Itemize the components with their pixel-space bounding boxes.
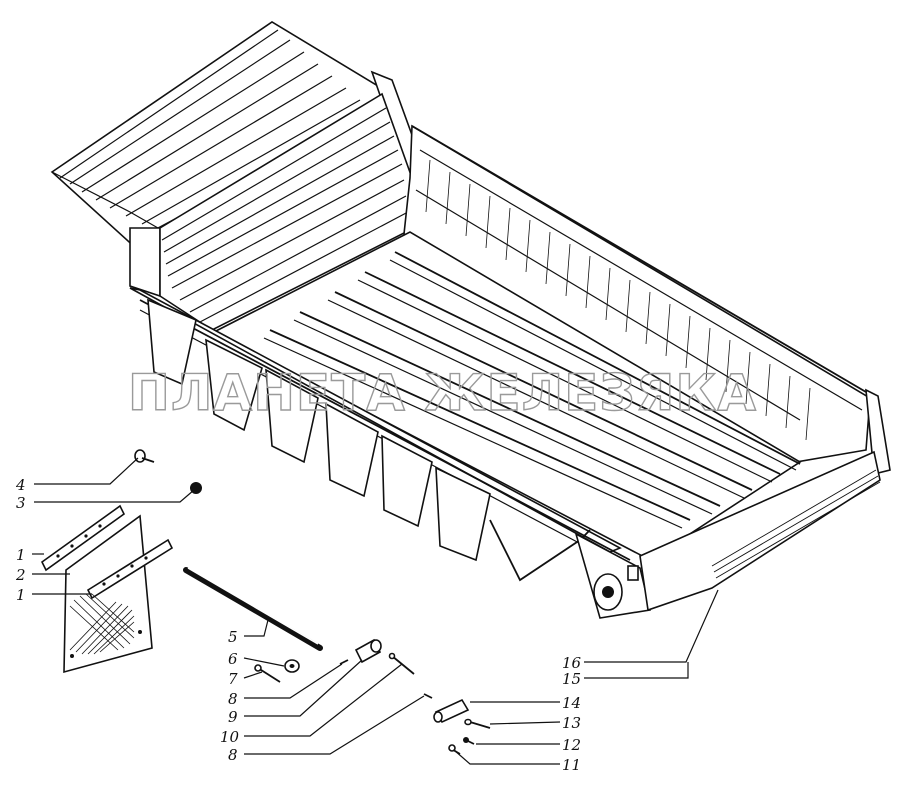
cotter-13 — [464, 718, 491, 729]
callout-2: 2 — [15, 566, 26, 584]
pin-8b — [423, 693, 433, 699]
callout-1b: 1 — [16, 586, 26, 604]
callout-11: 11 — [562, 756, 581, 774]
rod-5 — [183, 567, 323, 651]
bolt-11 — [448, 744, 461, 755]
mud-flap-assembly — [40, 504, 174, 674]
rear-hinge — [593, 573, 623, 611]
leader-lines — [32, 457, 719, 765]
callout-7: 7 — [228, 670, 238, 688]
callout-13: 13 — [562, 714, 581, 732]
callout-14: 14 — [562, 694, 581, 712]
washer-6 — [284, 659, 300, 673]
rear-skirt — [593, 450, 881, 612]
side-wall-hatch — [425, 159, 811, 441]
pin-8a — [339, 659, 349, 665]
callout-5: 5 — [228, 628, 238, 646]
callout-9: 9 — [228, 708, 238, 726]
callout-6: 6 — [228, 650, 238, 668]
callout-labels: 4 3 1 2 1 5 6 7 8 9 10 8 16 15 14 13 12 … — [15, 476, 582, 774]
callout-12: 12 — [562, 736, 581, 754]
bolt-12 — [463, 737, 475, 745]
bushing-9 — [354, 638, 382, 664]
floor — [212, 231, 802, 561]
pin-10 — [388, 652, 415, 675]
watermark: ПЛАНЕТА ЖЕЛЕЗЯКА — [128, 364, 757, 422]
callout-4: 4 — [15, 476, 26, 494]
bolt-4 — [134, 449, 155, 463]
callout-16: 16 — [562, 654, 582, 672]
pin-14 — [433, 698, 470, 724]
dump-body — [50, 21, 891, 619]
side-wall — [403, 124, 891, 476]
pin-7 — [254, 664, 281, 683]
mud-flap-mesh — [69, 593, 135, 655]
callout-1a: 1 — [16, 546, 26, 564]
callout-3: 3 — [16, 494, 26, 512]
callout-15: 15 — [562, 670, 581, 688]
callout-8b: 8 — [228, 746, 238, 764]
callout-8a: 8 — [228, 690, 238, 708]
callout-10: 10 — [220, 728, 240, 746]
